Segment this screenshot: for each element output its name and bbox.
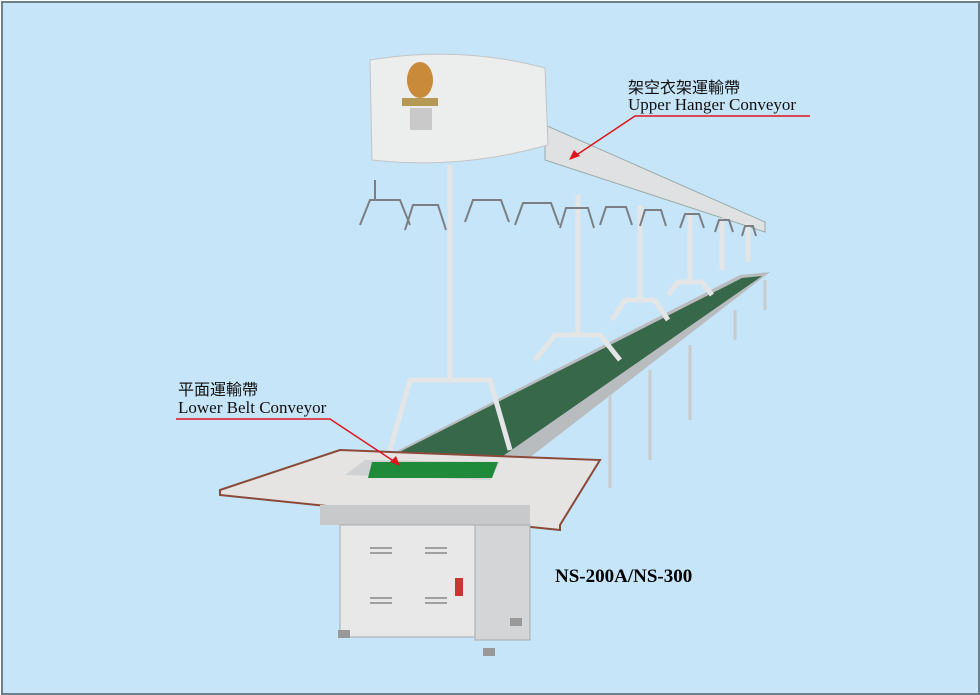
lock-handle [455,578,463,596]
arrow-head-lower [390,456,400,466]
upper-label-chinese: 架空衣架運輸帶 [628,78,741,97]
drawer-frame [320,505,530,525]
lower-label-english: Lower Belt Conveyor [178,398,327,417]
logo-plate [402,98,438,106]
hangers [359,180,757,237]
vents [370,547,447,604]
arrow-head-upper [569,150,580,160]
upper-rail [544,124,766,233]
annotation-lines [176,115,810,463]
belt-surface [372,276,762,466]
nameplate [410,108,432,130]
logo-emblem [407,62,433,98]
leveling-feet [338,618,522,656]
belt-legs [608,280,767,488]
upper-label-english: Upper Hanger Conveyor [628,95,797,114]
model-number: NS-200A/NS-300 [555,566,693,587]
belt-end [368,462,498,478]
support-posts [387,165,751,451]
cabinet-door [339,524,476,638]
head-housing [369,53,549,164]
lower-label-chinese: 平面運輸帶 [178,380,259,399]
